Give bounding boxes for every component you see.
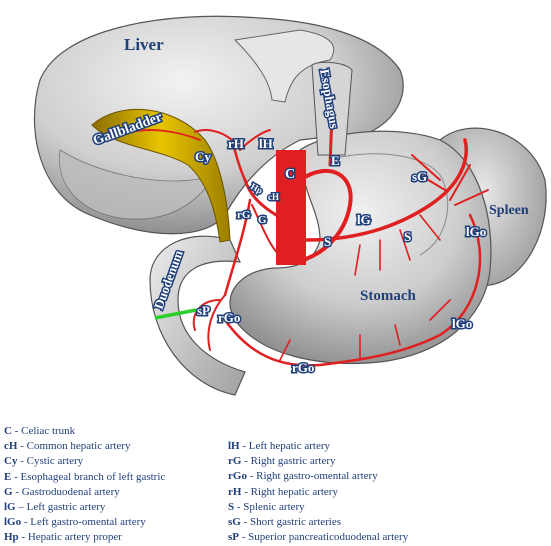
left-gastroomental-artery <box>318 213 482 367</box>
gastric-branches <box>279 214 451 361</box>
label-lgo1: lGo <box>466 224 486 239</box>
legend-item: G - Gastroduodenal artery <box>4 485 120 498</box>
splenic-artery <box>304 138 468 242</box>
superior-pancreaticoduodenal-artery <box>192 294 226 351</box>
legend-item: rH - Right hepatic artery <box>228 485 338 498</box>
left-gastric-artery <box>288 168 353 264</box>
common-hepatic-artery <box>243 178 278 217</box>
right-gastroomental-artery <box>223 318 322 367</box>
cystic-artery <box>129 129 201 141</box>
label-ch: cH <box>268 192 279 202</box>
legend-item: rG - Right gastric artery <box>228 455 336 468</box>
legend-item: C - Celiac trunk <box>4 425 76 437</box>
label-lgo2: lGo <box>452 316 472 331</box>
legend-left-column: C - Celiac trunk cH - Common hepatic art… <box>4 424 165 546</box>
right-gastric-artery <box>251 204 286 261</box>
left-hepatic-artery <box>239 129 271 151</box>
label-rg: rG <box>237 209 251 221</box>
short-gastric-arteries <box>411 154 489 206</box>
pancreaticoduodenal-highlight <box>154 308 197 320</box>
right-hepatic-artery <box>194 129 233 141</box>
legend-item: cH - Common hepatic artery <box>4 440 131 453</box>
label-lh: lH <box>259 136 273 151</box>
legend-right-column: lH - Left hepatic artery rG - Right gast… <box>228 439 408 545</box>
label-sg: sG <box>412 169 427 184</box>
label-rgo2: rGo <box>292 360 314 375</box>
legend-item: sP - Superior pancreaticoduodenal artery <box>228 531 409 544</box>
gastroduodenal-artery <box>223 198 252 297</box>
arteries <box>129 113 489 367</box>
duodenum-shape <box>149 235 246 396</box>
label-rgo1: rGo <box>218 310 240 325</box>
liver-fold <box>233 29 335 103</box>
legend-item: E - Esophageal branch of left gastric <box>4 470 166 483</box>
stomach-lesser-curve <box>329 153 449 256</box>
stomach-label: Stomach <box>360 288 416 304</box>
gallbladder-shape <box>91 108 231 243</box>
label-sp: sP <box>197 303 210 318</box>
label-cy: Cy <box>195 149 211 164</box>
liver-label: Liver <box>124 35 164 54</box>
spleen-label: Spleen <box>489 203 529 218</box>
legend-item: lGo - Left gastro-omental artery <box>4 516 146 529</box>
label-e: E <box>331 153 340 168</box>
legend-item: Hp - Hepatic artery proper <box>4 531 122 544</box>
legend-item: sG - Short gastric arteries <box>228 516 342 529</box>
legend-item: rGo - Right gastro-omental artery <box>228 470 378 483</box>
label-c: C <box>285 167 295 182</box>
legend-item: Cy - Cystic artery <box>4 455 84 468</box>
label-s2: S <box>404 229 411 244</box>
label-rh: rH <box>228 136 244 151</box>
label-s1: S <box>324 234 331 249</box>
label-g: G <box>258 214 267 226</box>
celiac-trunk <box>276 150 306 265</box>
liver-lobe-shadow <box>58 149 216 220</box>
label-lg: lG <box>357 212 371 227</box>
esophagus-shape <box>311 61 353 156</box>
hepatic-artery-proper <box>230 138 247 182</box>
legend-item: S - Splenic artery <box>228 500 305 513</box>
legend-item: lG – Left gastric artery <box>4 501 106 514</box>
legend-item: lH - Left hepatic artery <box>228 440 331 452</box>
esophageal-branch <box>328 113 334 167</box>
anatomy-diagram: Liver Gallbladder Esophagus Spleen Stoma… <box>33 15 547 396</box>
